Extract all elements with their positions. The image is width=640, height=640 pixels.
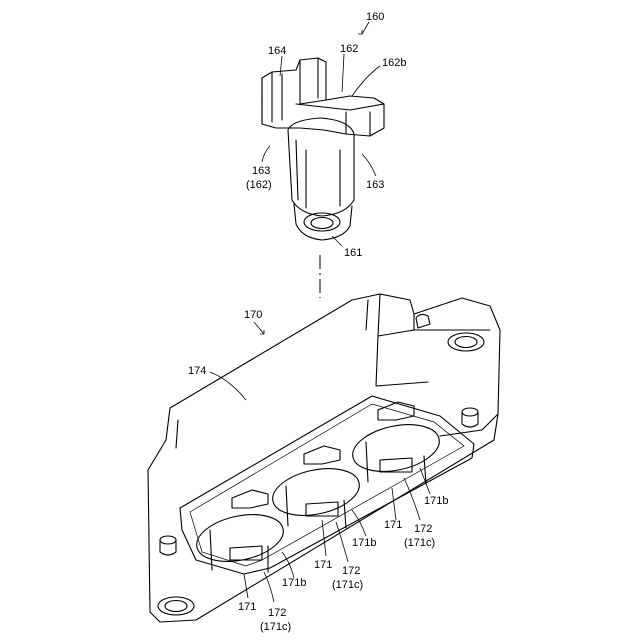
label-172-middle: 172 [342,565,360,577]
label-171-right: 171 [384,519,402,531]
label-162-paren: (162) [246,179,272,191]
label-163-left: 163 [252,165,270,177]
label-160: 160 [366,11,384,23]
part-160-component [262,58,384,240]
label-172-left: 172 [268,607,286,619]
label-171b-right: 171b [424,495,448,507]
label-172-right: 172 [414,523,432,535]
label-171b-middle: 171b [352,537,376,549]
label-162: 162 [340,43,358,55]
reference-labels: 160 164 162 162b 163 (162) 163 161 170 1… [188,11,448,633]
label-162b: 162b [382,57,406,69]
label-171-left: 171 [238,601,256,613]
label-171c-right: (171c) [404,537,435,549]
label-171c-left: (171c) [260,621,291,633]
label-171c-middle: (171c) [332,579,363,591]
part-170-component [148,294,500,622]
label-161: 161 [344,247,362,259]
label-171b-left: 171b [282,577,306,589]
label-174: 174 [188,365,206,377]
label-164: 164 [268,45,286,57]
label-163-right: 163 [366,179,384,191]
label-170: 170 [244,309,262,321]
label-171-middle: 171 [314,559,332,571]
